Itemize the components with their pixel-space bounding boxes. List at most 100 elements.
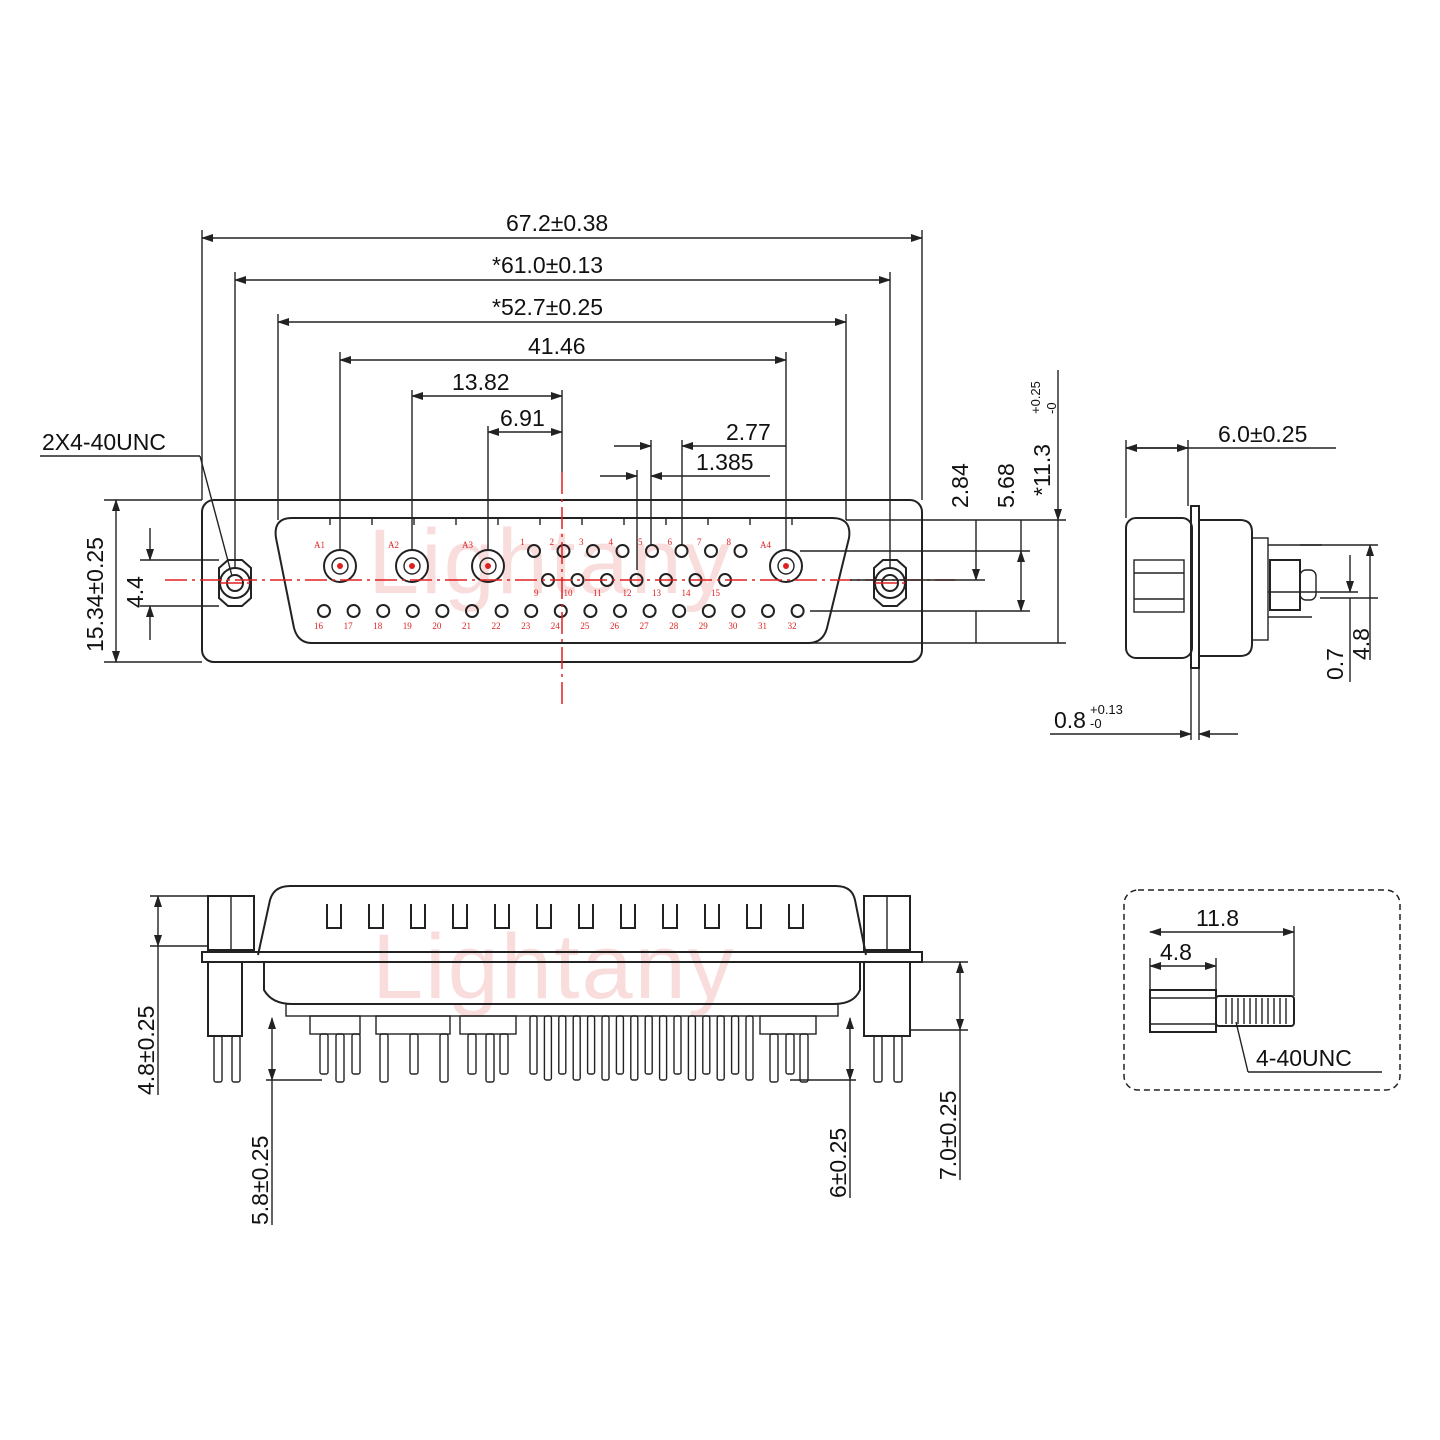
screw-detail: 11.8 4.8 4-40UNC (1123, 889, 1401, 1091)
pin-label: 21 (462, 621, 471, 631)
pin-label: 23 (521, 621, 531, 631)
coax-tail (309, 1015, 361, 1035)
coax-a1 (323, 549, 357, 583)
side-flange (1190, 505, 1200, 669)
dim-coax-span: 41.46 (528, 333, 586, 359)
pin-label: 12 (623, 588, 632, 598)
contact-pin (317, 604, 331, 618)
pcb-pin (485, 1033, 495, 1083)
pcb-pin (409, 1033, 419, 1075)
coax-label: A4 (760, 540, 771, 550)
pin-label: 7 (697, 537, 702, 547)
contact-pin (645, 544, 659, 558)
contact-pin (346, 604, 361, 618)
pin-label: 3 (579, 537, 584, 547)
contact-pin (642, 604, 657, 618)
pcb-pin (799, 1033, 809, 1083)
pin-label: 1 (520, 537, 525, 547)
dim-half-pitch: 6.91 (500, 405, 545, 431)
dim-pin-pitch: 2.77 (726, 419, 771, 445)
dim-shell-height-tol-lower: -0 (1044, 402, 1059, 414)
coax-label: A2 (388, 540, 399, 550)
contact-pin (376, 604, 391, 618)
dim-half-pin-pitch: 1.385 (696, 449, 754, 475)
pcb-pin (351, 1033, 361, 1075)
coax-tail (375, 1015, 451, 1035)
dim-flange-tol-upper: +0.13 (1090, 702, 1123, 717)
pcb-pin (785, 1033, 795, 1075)
contact-pin (524, 604, 539, 618)
shell-window (536, 904, 552, 929)
pcb-pin (379, 1033, 389, 1083)
pcb-pin (543, 1015, 553, 1081)
pcb-pin (658, 1015, 668, 1081)
shell-windows (326, 904, 804, 929)
pin-label: 4 (609, 537, 614, 547)
shell-window (368, 904, 384, 929)
dim-screw-length: 11.8 (1196, 905, 1239, 931)
pcb-pin (615, 1015, 625, 1075)
coax-a4 (769, 549, 803, 583)
pcb-pin (213, 1035, 223, 1083)
pcb-pin (335, 1033, 345, 1083)
side-hex-nut (1133, 559, 1185, 613)
pin-label: 10 (564, 588, 574, 598)
detail-frame (1123, 889, 1401, 1091)
dim-coax-pitch: 13.82 (452, 369, 510, 395)
pcb-pin (572, 1015, 581, 1081)
contact-pin (405, 604, 420, 618)
contact-pin (701, 604, 716, 618)
pcb-pin (769, 1033, 779, 1083)
thread-lines (1225, 998, 1287, 1024)
pcb-pin (644, 1015, 653, 1075)
coax-tail (459, 1015, 517, 1035)
dim-flange-tol-lower: -0 (1090, 716, 1102, 731)
front-dimensions: 67.2±0.38 *61.0±0.13 *52.7±0.25 41.46 13… (40, 210, 1066, 663)
dim-side-depth: 6.0±0.25 (1218, 421, 1307, 447)
side-view: 6.0±0.25 0.8 +0.13 -0 0.7 4.8 (1050, 421, 1378, 740)
contact-pin (615, 544, 630, 558)
dim-flange-thickness: 0.8 (1054, 707, 1086, 733)
pin-label: 15 (711, 588, 721, 598)
screw-hex (1149, 989, 1217, 1033)
pin-label: 28 (669, 621, 679, 631)
dim-row-span: 5.68 (993, 463, 1019, 508)
pcb-pin (319, 1033, 329, 1075)
watermark: Lightany (368, 511, 732, 613)
contact-pin (672, 604, 687, 618)
pin-label: 32 (788, 621, 797, 631)
contact-pin (465, 604, 479, 618)
side-shell-body (1125, 517, 1193, 659)
pcb-pin (529, 1015, 538, 1075)
pin-label: 29 (699, 621, 709, 631)
shell-ticks (329, 518, 793, 525)
side-dimensions: 6.0±0.25 0.8 +0.13 -0 0.7 4.8 (1050, 421, 1378, 738)
pcb-pin (745, 1015, 754, 1081)
pcb-pin (586, 1015, 596, 1075)
pcb-pin (687, 1015, 697, 1081)
contact-pin (613, 604, 627, 618)
pcb-pin (702, 1015, 711, 1075)
coax-tail (759, 1015, 817, 1035)
pcb-pin (730, 1015, 740, 1075)
dim-offset-b: 4.8 (1348, 628, 1374, 660)
contact-pin (527, 544, 541, 558)
pcb-pin (499, 1033, 509, 1075)
dim-thread-callout: 2X4-40UNC (42, 429, 166, 455)
dim-shell-height-tol-upper: +0.25 (1028, 381, 1043, 414)
shell-window (662, 904, 678, 929)
dim-offset-a: 0.7 (1322, 648, 1348, 680)
pcb-pin (558, 1015, 567, 1075)
pcb-pin (439, 1033, 449, 1083)
pcb-pin (893, 1035, 903, 1083)
pin-label: 2 (550, 537, 555, 547)
dim-screw-thread: 4-40UNC (1256, 1045, 1352, 1071)
pin-label: 20 (432, 621, 442, 631)
bottom-dimensions: 4.8±0.25 5.8±0.25 6±0.25 7.0±0.25 (133, 895, 968, 1225)
pin-label: 27 (640, 621, 650, 631)
contact-pin (731, 604, 746, 618)
pcb-pin (673, 1015, 682, 1075)
contact-pin (790, 604, 805, 618)
